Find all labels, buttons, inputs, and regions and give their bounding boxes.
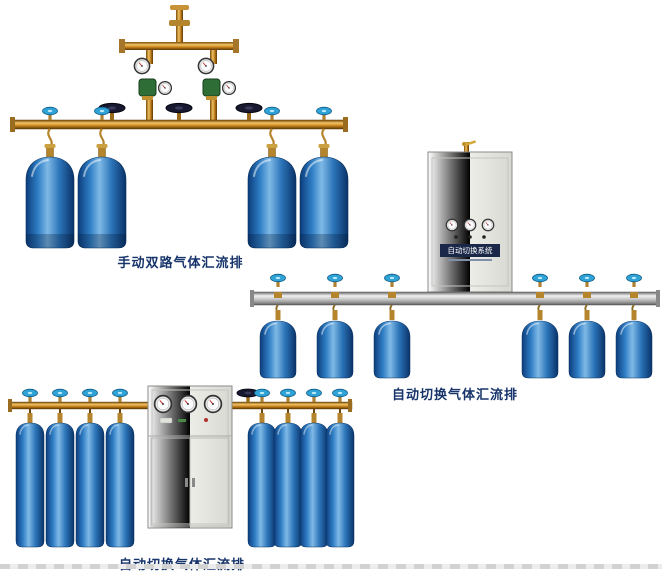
rail-stations <box>259 273 653 379</box>
cylinder-valve-icon <box>264 106 280 121</box>
cylinder-valve-icon <box>327 273 343 288</box>
cabinet-label: 自动切换系统 <box>448 245 493 255</box>
pressure-gauge-icon <box>197 57 215 75</box>
auto-switch-cabinet-illustration <box>8 385 355 548</box>
rail-station <box>521 273 559 379</box>
cylinder-valve-icon <box>82 388 98 403</box>
gas-cylinder <box>325 422 355 548</box>
header-pipe <box>119 39 239 64</box>
pressure-gauge-icon <box>221 80 237 96</box>
product-figure-auto-switch-cabinet: 自动切换气体汇流排 <box>8 380 356 572</box>
rail-station <box>615 273 653 379</box>
auto-switch-illustration: 自动切换系统 <box>250 140 660 379</box>
manifold-pipe-right <box>231 399 353 412</box>
pressure-gauge-icon <box>481 218 495 232</box>
door-handle <box>192 478 195 487</box>
cylinder-valve-icon <box>306 388 322 403</box>
cylinder-valve-icon <box>384 273 400 288</box>
pressure-gauge-icon <box>153 394 173 414</box>
cylinder-valve-icon <box>332 388 348 403</box>
product-caption: 自动切换气体汇流排 <box>8 554 356 572</box>
product-figure-manual-dual: 手动双路气体汇流排 <box>8 2 353 271</box>
gas-cylinder <box>105 422 135 548</box>
manual-dual-manifold-illustration <box>10 5 349 249</box>
regulator-right <box>197 57 237 120</box>
pressure-gauge-icon <box>463 218 477 232</box>
valve-handwheel-icon <box>165 102 193 121</box>
regulator-left <box>133 57 173 120</box>
gas-cylinder <box>247 422 277 548</box>
gas-cylinder <box>373 320 411 379</box>
control-cabinet <box>147 385 233 529</box>
pressure-gauge-icon <box>178 394 198 414</box>
cabinet-label-plate <box>440 244 500 257</box>
cylinder-valve-icon <box>270 273 286 288</box>
cylinder-valve-icon <box>532 273 548 288</box>
pressure-gauge-icon <box>203 394 223 414</box>
cylinder-valve-icon <box>316 106 332 121</box>
cylinder-valve-icon <box>579 273 595 288</box>
gas-cylinder <box>75 422 105 548</box>
gas-cylinder <box>259 320 297 379</box>
cylinder-valve-icon <box>280 388 296 403</box>
cylinder-valve-icon <box>94 106 110 121</box>
cylinder-bank-right <box>247 388 355 548</box>
feed-riser-pipe <box>169 5 190 44</box>
door-handle <box>185 478 188 487</box>
rail-station <box>259 273 297 379</box>
pressure-gauge-icon <box>157 80 173 96</box>
valve-handwheel-icon <box>235 102 263 121</box>
product-figure-auto-switch-rail: 自动切换系统 <box>250 140 660 403</box>
gas-cylinder <box>568 320 606 379</box>
gas-cylinder <box>273 422 303 548</box>
cylinder-valve-icon <box>42 106 58 121</box>
bottom-divider <box>0 564 662 569</box>
pressure-gauge-icon <box>133 57 151 75</box>
manifold-rail <box>250 290 660 307</box>
rail-station <box>373 273 411 379</box>
product-caption: 自动切换气体汇流排 <box>391 387 518 402</box>
gas-cylinder <box>45 422 75 548</box>
rail-station <box>316 273 354 379</box>
cylinder-valve-icon <box>22 388 38 403</box>
gas-cylinder <box>77 156 127 249</box>
rail-station <box>568 273 606 379</box>
cylinder-valve-icon <box>254 388 270 403</box>
control-cabinet: 自动切换系统 <box>427 140 513 293</box>
gas-cylinder <box>25 156 75 249</box>
cylinder-valve-icon <box>626 273 642 288</box>
cylinder-neck <box>96 143 108 159</box>
cylinder-valve-icon <box>112 388 128 403</box>
gas-cylinder <box>615 320 653 379</box>
cylinder-valve-icon <box>52 388 68 403</box>
pressure-gauge-icon <box>445 218 459 232</box>
product-caption: 手动双路气体汇流排 <box>117 255 244 270</box>
gas-cylinder <box>299 422 329 548</box>
gas-cylinder <box>15 422 45 548</box>
gas-cylinder <box>521 320 559 379</box>
cylinder-neck <box>44 143 56 159</box>
cylinder-bank-left <box>15 388 135 548</box>
gas-cylinder <box>316 320 354 379</box>
